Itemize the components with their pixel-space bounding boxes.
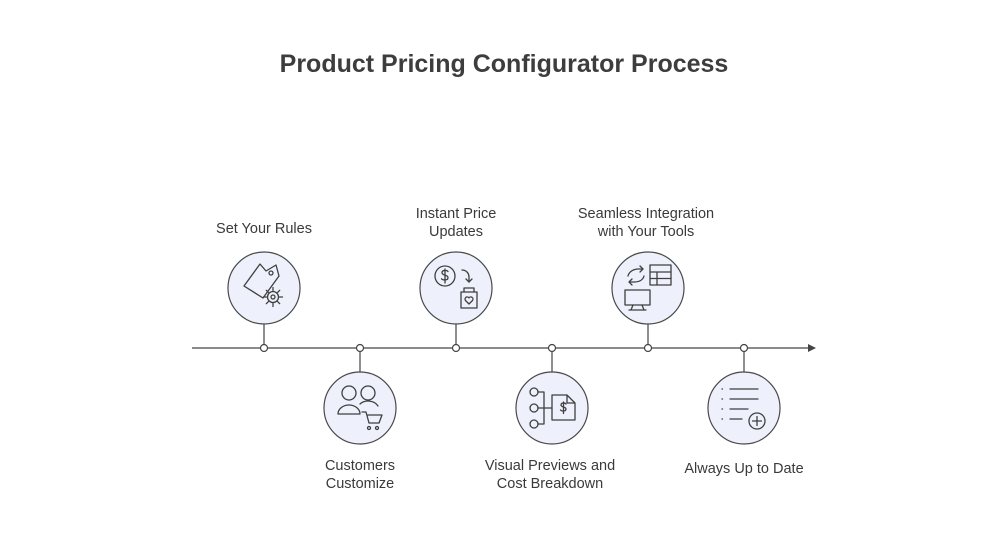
step-1-label-line-1: Set Your Rules <box>216 221 312 237</box>
step-4-label: Visual Previews and Cost Breakdown <box>460 457 640 493</box>
page-title: Product Pricing Configurator Process <box>279 50 729 78</box>
step-4-label-line-1: Visual Previews and <box>484 458 616 474</box>
step-3 <box>419 251 493 353</box>
step-6-label-line-1: Always Up to Date <box>684 461 804 477</box>
step-circle <box>227 251 301 325</box>
timeline-node <box>643 343 653 353</box>
step-2-label: Customers Customize <box>270 457 450 493</box>
step-4-label-line-2: Cost Breakdown <box>496 476 604 492</box>
step-2-label-line-1: Customers <box>324 458 396 474</box>
timeline-node <box>355 343 365 353</box>
step-1 <box>227 251 301 353</box>
step-circle <box>419 251 493 325</box>
step-circle <box>611 251 685 325</box>
step-1-label: Set Your Rules <box>174 220 354 238</box>
step-3-label-line-2: Updates <box>428 224 483 240</box>
timeline-node <box>739 343 749 353</box>
flowchart-dollar-document-icon <box>529 387 576 429</box>
timeline-arrowhead <box>808 344 816 352</box>
step-circle <box>323 371 397 445</box>
step-2-label-line-2: Customize <box>325 476 395 492</box>
step-3-label-line-1: Instant Price <box>415 206 497 222</box>
step-5-label-line-1: Seamless Integration <box>577 206 715 222</box>
timeline-node <box>259 343 269 353</box>
list-add-icon <box>721 388 766 430</box>
customers-cart-icon <box>337 385 383 431</box>
timeline-node <box>451 343 461 353</box>
step-2 <box>323 343 397 445</box>
step-3-label: Instant Price Updates <box>366 205 546 241</box>
step-6-label: Always Up to Date <box>654 460 834 478</box>
step-5 <box>611 251 685 353</box>
step-5-label: Seamless Integration with Your Tools <box>556 205 736 241</box>
dollar-refresh-heart-bag-icon <box>434 265 478 309</box>
step-6 <box>707 343 781 445</box>
price-tag-gear-icon <box>243 263 284 308</box>
step-circle <box>707 371 781 445</box>
step-4 <box>515 343 589 445</box>
timeline-node <box>547 343 557 353</box>
step-5-label-line-2: with Your Tools <box>597 224 695 240</box>
sync-table-monitor-icon <box>624 264 672 311</box>
